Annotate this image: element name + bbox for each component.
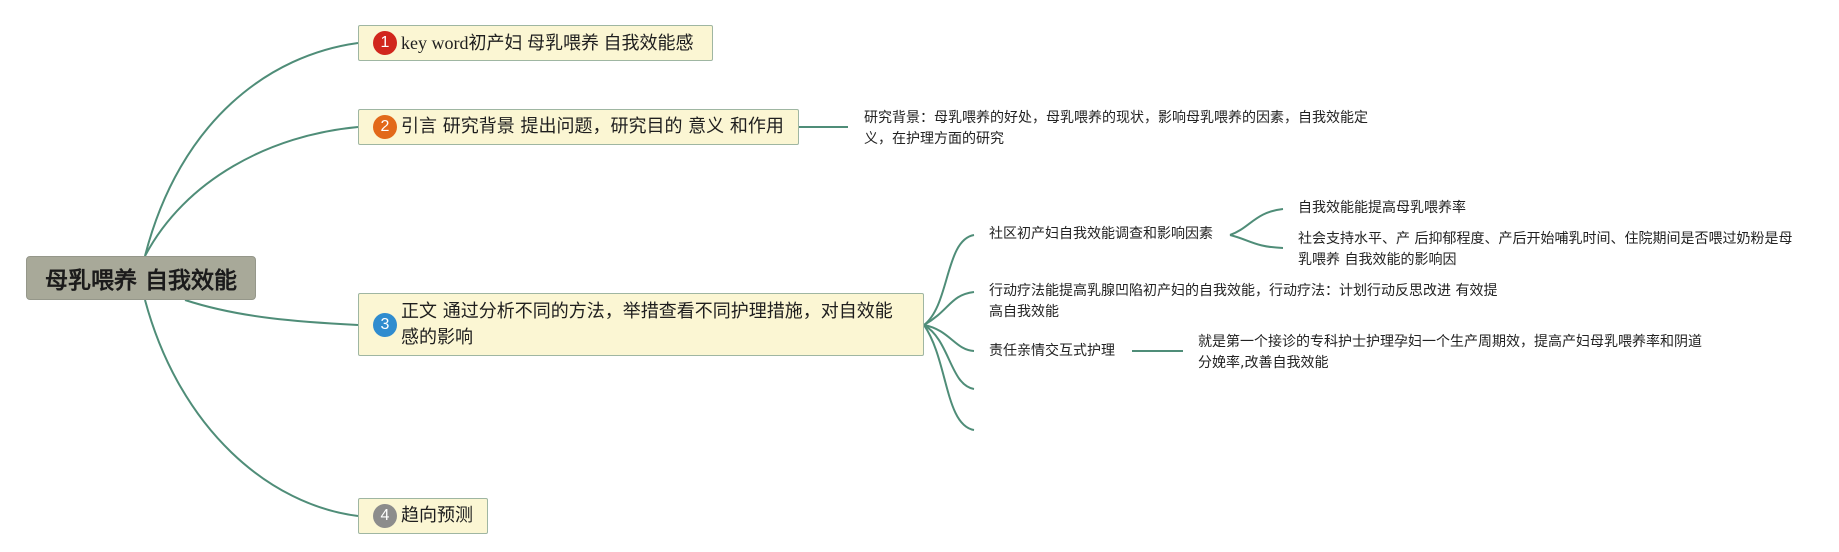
survey-child-rate-label: 自我效能能提高母乳喂养率 [1298, 200, 1466, 216]
introduction-detail[interactable]: 研究背景：母乳喂养的好处，母乳喂养的现状，影响母乳喂养的因素，自我效能定义，在护… [864, 108, 1374, 150]
topic-keywords[interactable]: 1 key word初产妇 母乳喂养 自我效能感 [358, 25, 713, 61]
subtopic-action-therapy-label: 行动疗法能提高乳腺凹陷初产妇的自我效能，行动疗法：计划行动反思改进 有效提高自我… [989, 283, 1498, 320]
connector-root-b1 [144, 42, 359, 257]
topic-main-body[interactable]: 3 正文 通过分析不同的方法，举措查看不同护理措施，对自效能感的影响 [358, 293, 924, 356]
connector-b3-s4 [923, 324, 975, 390]
survey-child-factors-label: 社会支持水平、产 后抑郁程度、产后开始哺乳时间、住院期间是否喂过奶粉是母乳喂养 … [1298, 231, 1793, 268]
topic-keywords-label: key word初产妇 母乳喂养 自我效能感 [401, 33, 694, 53]
priority-4-icon: 4 [373, 504, 397, 528]
subtopic-survey-label: 社区初产妇自我效能调查和影响因素 [989, 226, 1213, 242]
connector-root-b4 [144, 299, 359, 517]
connector-b3-s1 [923, 234, 975, 326]
connector-root-b3 [184, 299, 359, 326]
topic-trend-prediction-label: 趋向预测 [401, 505, 473, 526]
subtopic-interactive-care-label: 责任亲情交互式护理 [989, 343, 1115, 359]
connector-s1-c2 [1229, 234, 1284, 249]
topic-introduction[interactable]: 2 引言 研究背景 提出问题，研究目的 意义 和作用 [358, 109, 799, 145]
interactive-care-detail-text: 就是第一个接诊的专科护士护理孕妇一个生产周期效，提高产妇母乳喂养率和阴道分娩率,… [1198, 334, 1702, 371]
topic-trend-prediction[interactable]: 4 趋向预测 [358, 498, 488, 534]
topic-main-body-label: 正文 通过分析不同的方法，举措查看不同护理措施，对自效能感的影响 [401, 300, 893, 348]
survey-child-rate[interactable]: 自我效能能提高母乳喂养率 [1298, 198, 1618, 219]
priority-3-icon: 3 [373, 312, 397, 337]
connector-b3-s2 [923, 291, 975, 326]
connector-b3-s5 [923, 324, 975, 431]
root-topic-label: 母乳喂养 自我效能 [44, 268, 237, 294]
subtopic-action-therapy[interactable]: 行动疗法能提高乳腺凹陷初产妇的自我效能，行动疗法：计划行动反思改进 有效提高自我… [989, 281, 1499, 323]
priority-2-icon: 2 [373, 115, 397, 139]
interactive-care-detail[interactable]: 就是第一个接诊的专科护士护理孕妇一个生产周期效，提高产妇母乳喂养率和阴道分娩率,… [1198, 332, 1708, 374]
connector-s1-c1 [1229, 208, 1284, 236]
topic-introduction-label: 引言 研究背景 提出问题，研究目的 意义 和作用 [401, 116, 784, 137]
connector-b3-s3 [923, 324, 975, 352]
survey-child-factors[interactable]: 社会支持水平、产 后抑郁程度、产后开始哺乳时间、住院期间是否喂过奶粉是母乳喂养 … [1298, 229, 1806, 271]
priority-1-icon: 1 [373, 31, 397, 55]
subtopic-interactive-care[interactable]: 责任亲情交互式护理 [989, 341, 1139, 362]
connector-root-b2 [144, 126, 359, 257]
introduction-detail-text: 研究背景：母乳喂养的好处，母乳喂养的现状，影响母乳喂养的因素，自我效能定义，在护… [864, 110, 1368, 147]
subtopic-survey[interactable]: 社区初产妇自我效能调查和影响因素 [989, 224, 1229, 245]
root-topic[interactable]: 母乳喂养 自我效能 [26, 256, 256, 300]
